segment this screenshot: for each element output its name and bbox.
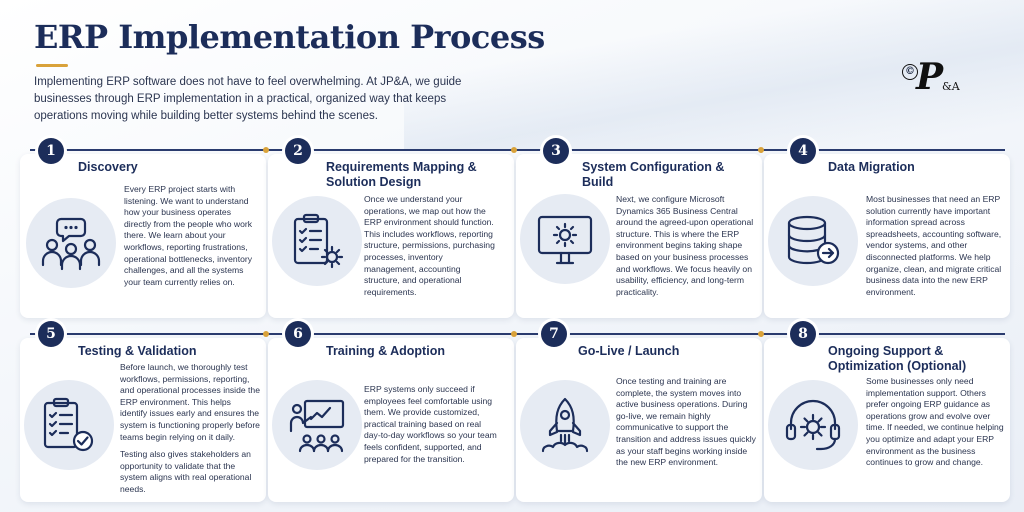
step-number-3: 3 [543, 138, 569, 164]
step-description-2: Once we understand your operations, we m… [364, 194, 495, 297]
step-number-7: 7 [541, 321, 567, 347]
step-icon-2 [272, 196, 362, 286]
logo-letter: P [916, 56, 944, 98]
page-title: ERP Implementation Process [34, 18, 545, 56]
step-number-5: 5 [38, 321, 64, 347]
clipboard-gear-icon [293, 213, 344, 269]
step-description-6: ERP systems only succeed if employees fe… [364, 384, 497, 464]
timeline-dot [511, 147, 517, 153]
step-icon-8 [768, 380, 858, 470]
logo-copyright: © [902, 64, 918, 80]
people-chat-icon [41, 217, 101, 271]
timeline-dot [758, 147, 764, 153]
checklist-check-icon [43, 397, 94, 452]
step-icon-3 [520, 194, 610, 284]
step-title-4: Data Migration [828, 160, 915, 174]
step-title-6: Training & Adoption [326, 344, 445, 358]
jpa-logo: © P &A [902, 56, 970, 104]
step-description-7: Once testing and training are complete, … [616, 376, 756, 468]
step-description-5a: Before launch, we thoroughly test workfl… [120, 362, 260, 442]
timeline-dot [263, 331, 269, 337]
step-number-8: 8 [790, 321, 816, 347]
logo-amp: &A [942, 80, 960, 93]
timeline-row-1 [30, 149, 1005, 151]
rocket-icon [541, 397, 589, 453]
timeline-dot [263, 147, 269, 153]
step-icon-7 [520, 380, 610, 470]
step-description-8: Some businesses only need implementation… [866, 376, 1004, 468]
step-number-1: 1 [38, 138, 64, 164]
timeline-dot [511, 331, 517, 337]
step-title-5: Testing & Validation [78, 344, 197, 358]
headset-gear-icon [785, 399, 841, 451]
step-icon-5 [24, 380, 114, 470]
step-description-5: Before launch, we thoroughly test workfl… [120, 362, 260, 496]
step-number-4: 4 [790, 138, 816, 164]
step-icon-1 [26, 198, 116, 288]
step-title-3: System Configuration & Build [582, 160, 725, 189]
timeline-dot [758, 331, 764, 337]
intro-text: Implementing ERP software does not have … [34, 76, 462, 122]
step-title-1: Discovery [78, 160, 138, 174]
step-description-1: Every ERP project starts with listening.… [124, 184, 253, 287]
step-description-4: Most businesses that need an ERP solutio… [866, 194, 1002, 297]
step-title-7: Go-Live / Launch [578, 344, 680, 358]
step-description-5b: Testing also gives stakeholders an oppor… [120, 449, 252, 494]
step-number-2: 2 [285, 138, 311, 164]
step-description-3: Next, we configure Microsoft Dynamics 36… [616, 194, 754, 297]
presentation-icon [289, 399, 345, 453]
step-icon-4 [768, 196, 858, 286]
step-number-6: 6 [285, 321, 311, 347]
title-underline [36, 64, 68, 67]
step-title-2: Requirements Mapping & Solution Design [326, 160, 477, 189]
monitor-gear-icon [537, 215, 593, 265]
database-arrow-icon [787, 215, 840, 265]
step-title-8: Ongoing Support & Optimization (Optional… [828, 344, 967, 373]
timeline-row-2 [30, 333, 1005, 335]
step-icon-6 [272, 380, 362, 470]
